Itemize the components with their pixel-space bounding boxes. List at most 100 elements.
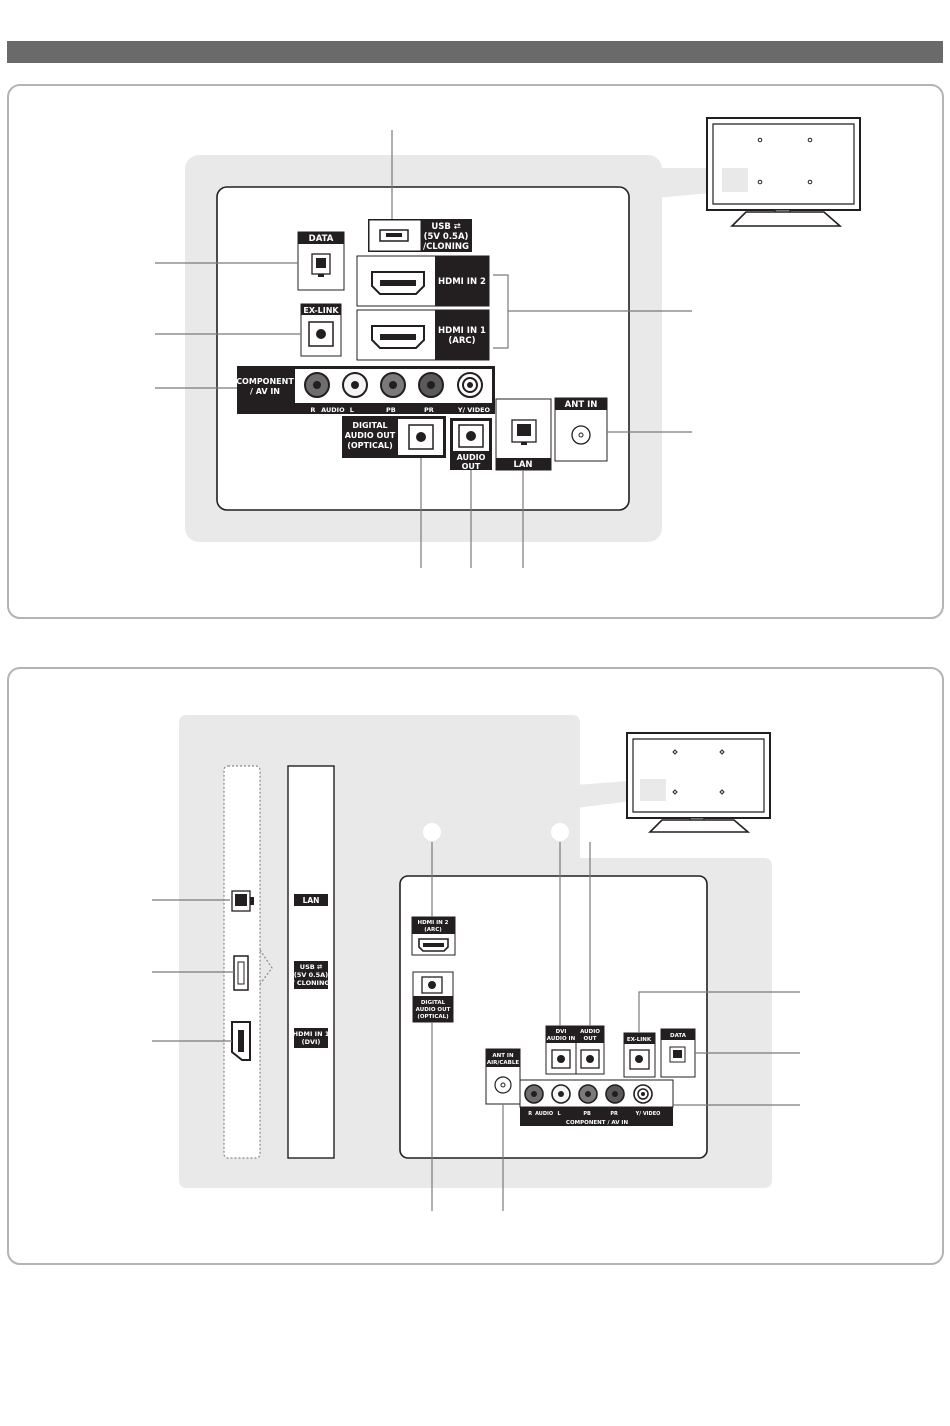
optical-label-line1: DIGITAL — [352, 421, 387, 430]
hdmi2-label: HDMI IN 2 — [438, 277, 486, 287]
pr-label: PR — [424, 406, 434, 414]
svg-text:HDMI IN 1(ARC): HDMI IN 1(ARC) — [438, 326, 486, 346]
rear-jack-r-label: R — [528, 1111, 532, 1117]
component-label-line2: / AV IN — [250, 387, 280, 396]
jack-icon — [316, 329, 326, 339]
side-usb-label-line1: USB ⮂ — [300, 963, 323, 971]
lan-port-group: LAN — [495, 398, 552, 471]
exlink-label: EX-LINK — [303, 306, 339, 315]
dvi-audio-label-line2: AUDIO IN — [547, 1036, 576, 1042]
bottom-callout-lines — [152, 842, 800, 1211]
rear-component-av-group: R AUDIO L PB PR Y/ VIDEO COMPONENT / AV … — [519, 1079, 674, 1126]
jack-r-label: R — [310, 406, 315, 414]
usb-label-line1: USB ⮂ — [431, 222, 461, 232]
side-usb-port — [233, 955, 249, 991]
section-header-bar — [7, 41, 943, 63]
hdmi1-label-line2: (ARC) — [448, 336, 475, 346]
jack-icon — [466, 431, 476, 441]
y-video-label: Y/ VIDEO — [457, 406, 491, 414]
jack-icon — [586, 1055, 594, 1063]
rear-hdmi2-label-line2: (ARC) — [424, 927, 442, 933]
svg-text:HDMI IN 2(ARC): HDMI IN 2(ARC) — [418, 920, 449, 933]
usb-label-line2: (5V 0.5A) — [424, 232, 469, 242]
svg-text:USB ⮂(5V 0.5A)/CLONING: USB ⮂(5V 0.5A)/CLONING — [423, 222, 469, 252]
rear-hdmi2-label-line1: HDMI IN 2 — [418, 920, 449, 926]
rear-data-group: DATA — [660, 1028, 696, 1078]
side-lan-label: LAN — [294, 894, 328, 906]
rear-audio-label: AUDIO — [535, 1111, 553, 1117]
svg-text:HDMI IN 1(DVI): HDMI IN 1(DVI) — [293, 1030, 330, 1046]
jack-icon — [416, 432, 426, 442]
dvi-audio-label-line1: DVI — [556, 1029, 567, 1035]
ant-in-label: ANT IN — [565, 400, 598, 410]
indicator-dot — [551, 823, 569, 841]
top-connection-panel: USB ⮂(5V 0.5A)/CLONING DATA EX-LINK — [7, 84, 944, 619]
rear-ant-in-label-line2: AIR/CABLE — [487, 1060, 520, 1066]
component-label-line1: COMPONENT — [236, 377, 294, 386]
svg-text:COMPONENT/ AV IN: COMPONENT/ AV IN — [236, 377, 294, 396]
rear-ant-in-label-line1: ANT IN — [492, 1053, 514, 1059]
side-hdmi1-label-line1: HDMI IN 1 — [293, 1030, 330, 1038]
rear-data-label: DATA — [670, 1033, 687, 1039]
svg-text:USB ⮂(5V 0.5A)/ CLONING: USB ⮂(5V 0.5A)/ CLONING — [292, 963, 329, 987]
pb-label: PB — [386, 406, 396, 414]
rj-port-icon — [311, 253, 331, 277]
side-lan-port — [231, 890, 254, 912]
rear-audio-out-label-line1: AUDIO — [580, 1029, 600, 1035]
audio-label: AUDIO — [321, 406, 345, 414]
rear-optical-label-line3: (OPTICAL) — [417, 1014, 449, 1020]
side-usb-label-line3: / CLONING — [292, 979, 329, 987]
rj-port-icon — [511, 419, 537, 445]
rear-optical-label-line1: DIGITAL — [421, 1000, 446, 1006]
rear-exlink-group: EX-LINK — [623, 1032, 656, 1078]
optical-label-line3: (OPTICAL) — [347, 441, 393, 450]
svg-text:R AUDIO L: R AUDIO L PB PR Y/ VIDEO — [310, 406, 490, 414]
rear-jack-l-label: L — [558, 1111, 562, 1117]
audio-out-label-line1: AUDIO — [457, 453, 486, 462]
hdmi1-port-group: HDMI IN 1(ARC) — [356, 309, 490, 361]
rear-pb-label: PB — [583, 1111, 591, 1117]
component-av-group: COMPONENT/ AV IN R AUDIO L PB PR Y/ VIDE… — [236, 366, 495, 414]
side-hdmi-port — [231, 1021, 251, 1061]
zoom-wedge — [576, 780, 640, 808]
svg-text:R AUDIO L: R AUDIO L PB PR Y/ VIDEO — [528, 1111, 660, 1117]
usb-port-group: USB ⮂(5V 0.5A)/CLONING — [368, 219, 472, 252]
ant-in-port-group: ANT IN — [554, 397, 608, 462]
tv-rear-thumbnail — [706, 117, 861, 227]
rear-exlink-label: EX-LINK — [627, 1037, 652, 1043]
coax-jack-icon — [571, 425, 591, 445]
side-hdmi1-label-line2: (DVI) — [302, 1038, 321, 1046]
side-usb-label: USB ⮂(5V 0.5A)/ CLONING — [292, 961, 330, 989]
rear-pr-label: PR — [610, 1111, 618, 1117]
jack-l-label: L — [350, 406, 354, 414]
indicator-dot — [423, 823, 441, 841]
usb-label-line3: /CLONING — [423, 242, 469, 252]
data-label: DATA — [309, 234, 334, 244]
hdmi1-label-line1: HDMI IN 1 — [438, 326, 486, 336]
jack-icon — [557, 1055, 565, 1063]
zoom-wedge — [655, 168, 722, 198]
exlink-port-group: EX-LINK — [300, 303, 342, 357]
jack-icon — [428, 981, 436, 989]
rear-optical-label-line2: AUDIO OUT — [416, 1007, 451, 1013]
rear-y-video-label: Y/ VIDEO — [635, 1111, 661, 1117]
side-lan-label-text: LAN — [303, 896, 320, 905]
tv-rear-thumbnail — [626, 732, 771, 833]
rear-component-label: COMPONENT / AV IN — [566, 1120, 629, 1126]
jack-icon — [635, 1055, 643, 1063]
data-port-group: DATA — [297, 231, 345, 291]
audio-out-label-line2: OUT — [462, 462, 481, 471]
side-usb-label-line2: (5V 0.5A) — [294, 971, 328, 979]
